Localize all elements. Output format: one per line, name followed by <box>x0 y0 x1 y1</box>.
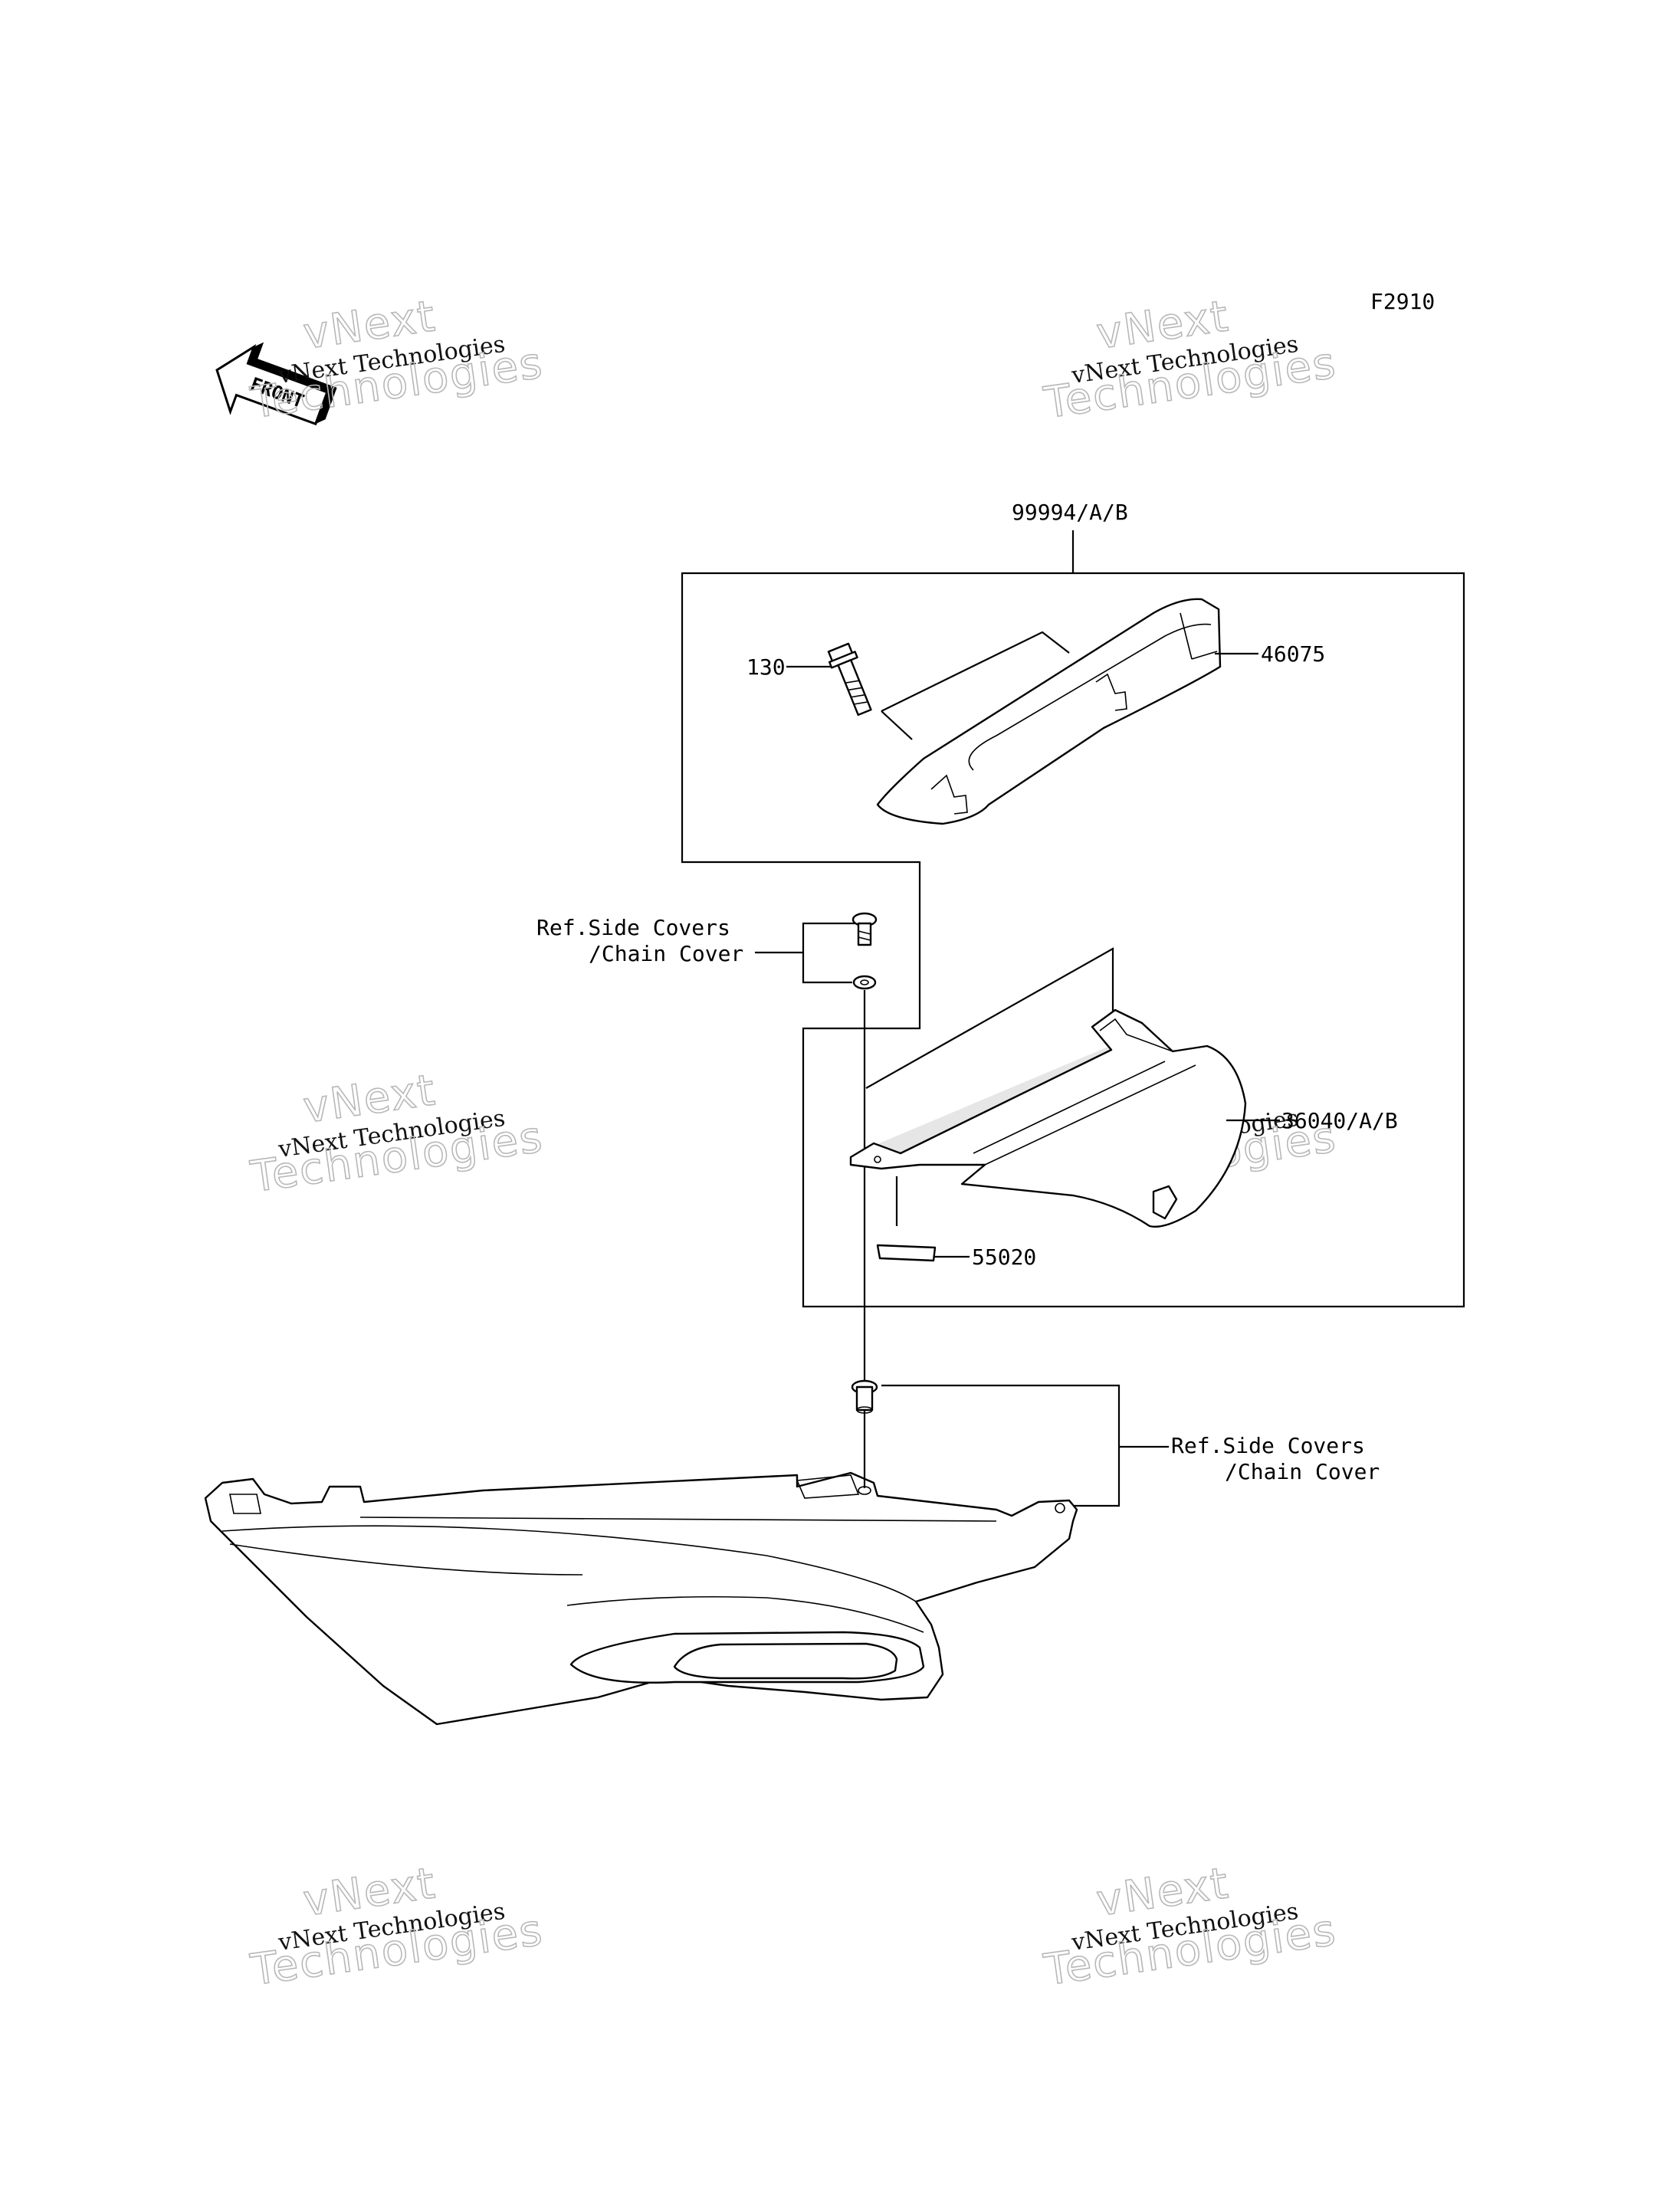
cover-part <box>849 1008 1247 1228</box>
pad-part <box>876 1244 937 1262</box>
callout-ref-top-line2: /Chain Cover <box>589 941 743 966</box>
screw-icon <box>851 912 878 946</box>
bolt-icon <box>827 642 872 716</box>
callout-cover: 36040/A/B <box>1281 1108 1398 1133</box>
callout-kit: 99994/A/B <box>1012 500 1128 525</box>
watermark-bottom-left: vNext vNext Technologies Technologies <box>247 1858 547 1996</box>
callout-ref-bottom-line1: Ref.Side Covers <box>1171 1433 1365 1458</box>
leader-grab-rail-left-b <box>881 710 913 740</box>
grab-rail-part <box>876 598 1222 825</box>
leader-ref-bottom <box>881 1384 1121 1507</box>
figure-code: F2910 <box>1370 289 1435 314</box>
callout-ref-top-line1: Ref.Side Covers <box>536 915 730 940</box>
watermark-top-right: vNext vNext Technologies Technologies <box>1040 290 1340 429</box>
callout-ref-bottom-line2: /Chain Cover <box>1225 1459 1380 1484</box>
callout-bolt: 130 <box>746 654 786 680</box>
watermark-top-left: vNext vNext Technologies Technologies <box>247 290 547 429</box>
washer-icon <box>852 975 877 990</box>
grommet-icon <box>851 1379 878 1414</box>
leader-grab-rail-left <box>881 631 1070 712</box>
watermark-mid-left: vNext vNext Technologies Technologies <box>247 1064 547 1203</box>
watermark-bottom-right: vNext vNext Technologies Technologies <box>1040 1858 1340 1996</box>
leader-cover-top <box>865 947 1114 1089</box>
kit-bracket <box>681 530 1465 1308</box>
side-cover-part <box>204 1471 1078 1726</box>
callout-pad: 55020 <box>972 1244 1036 1270</box>
leader-ref-top <box>802 922 855 984</box>
callout-grab-rail: 46075 <box>1261 641 1325 667</box>
